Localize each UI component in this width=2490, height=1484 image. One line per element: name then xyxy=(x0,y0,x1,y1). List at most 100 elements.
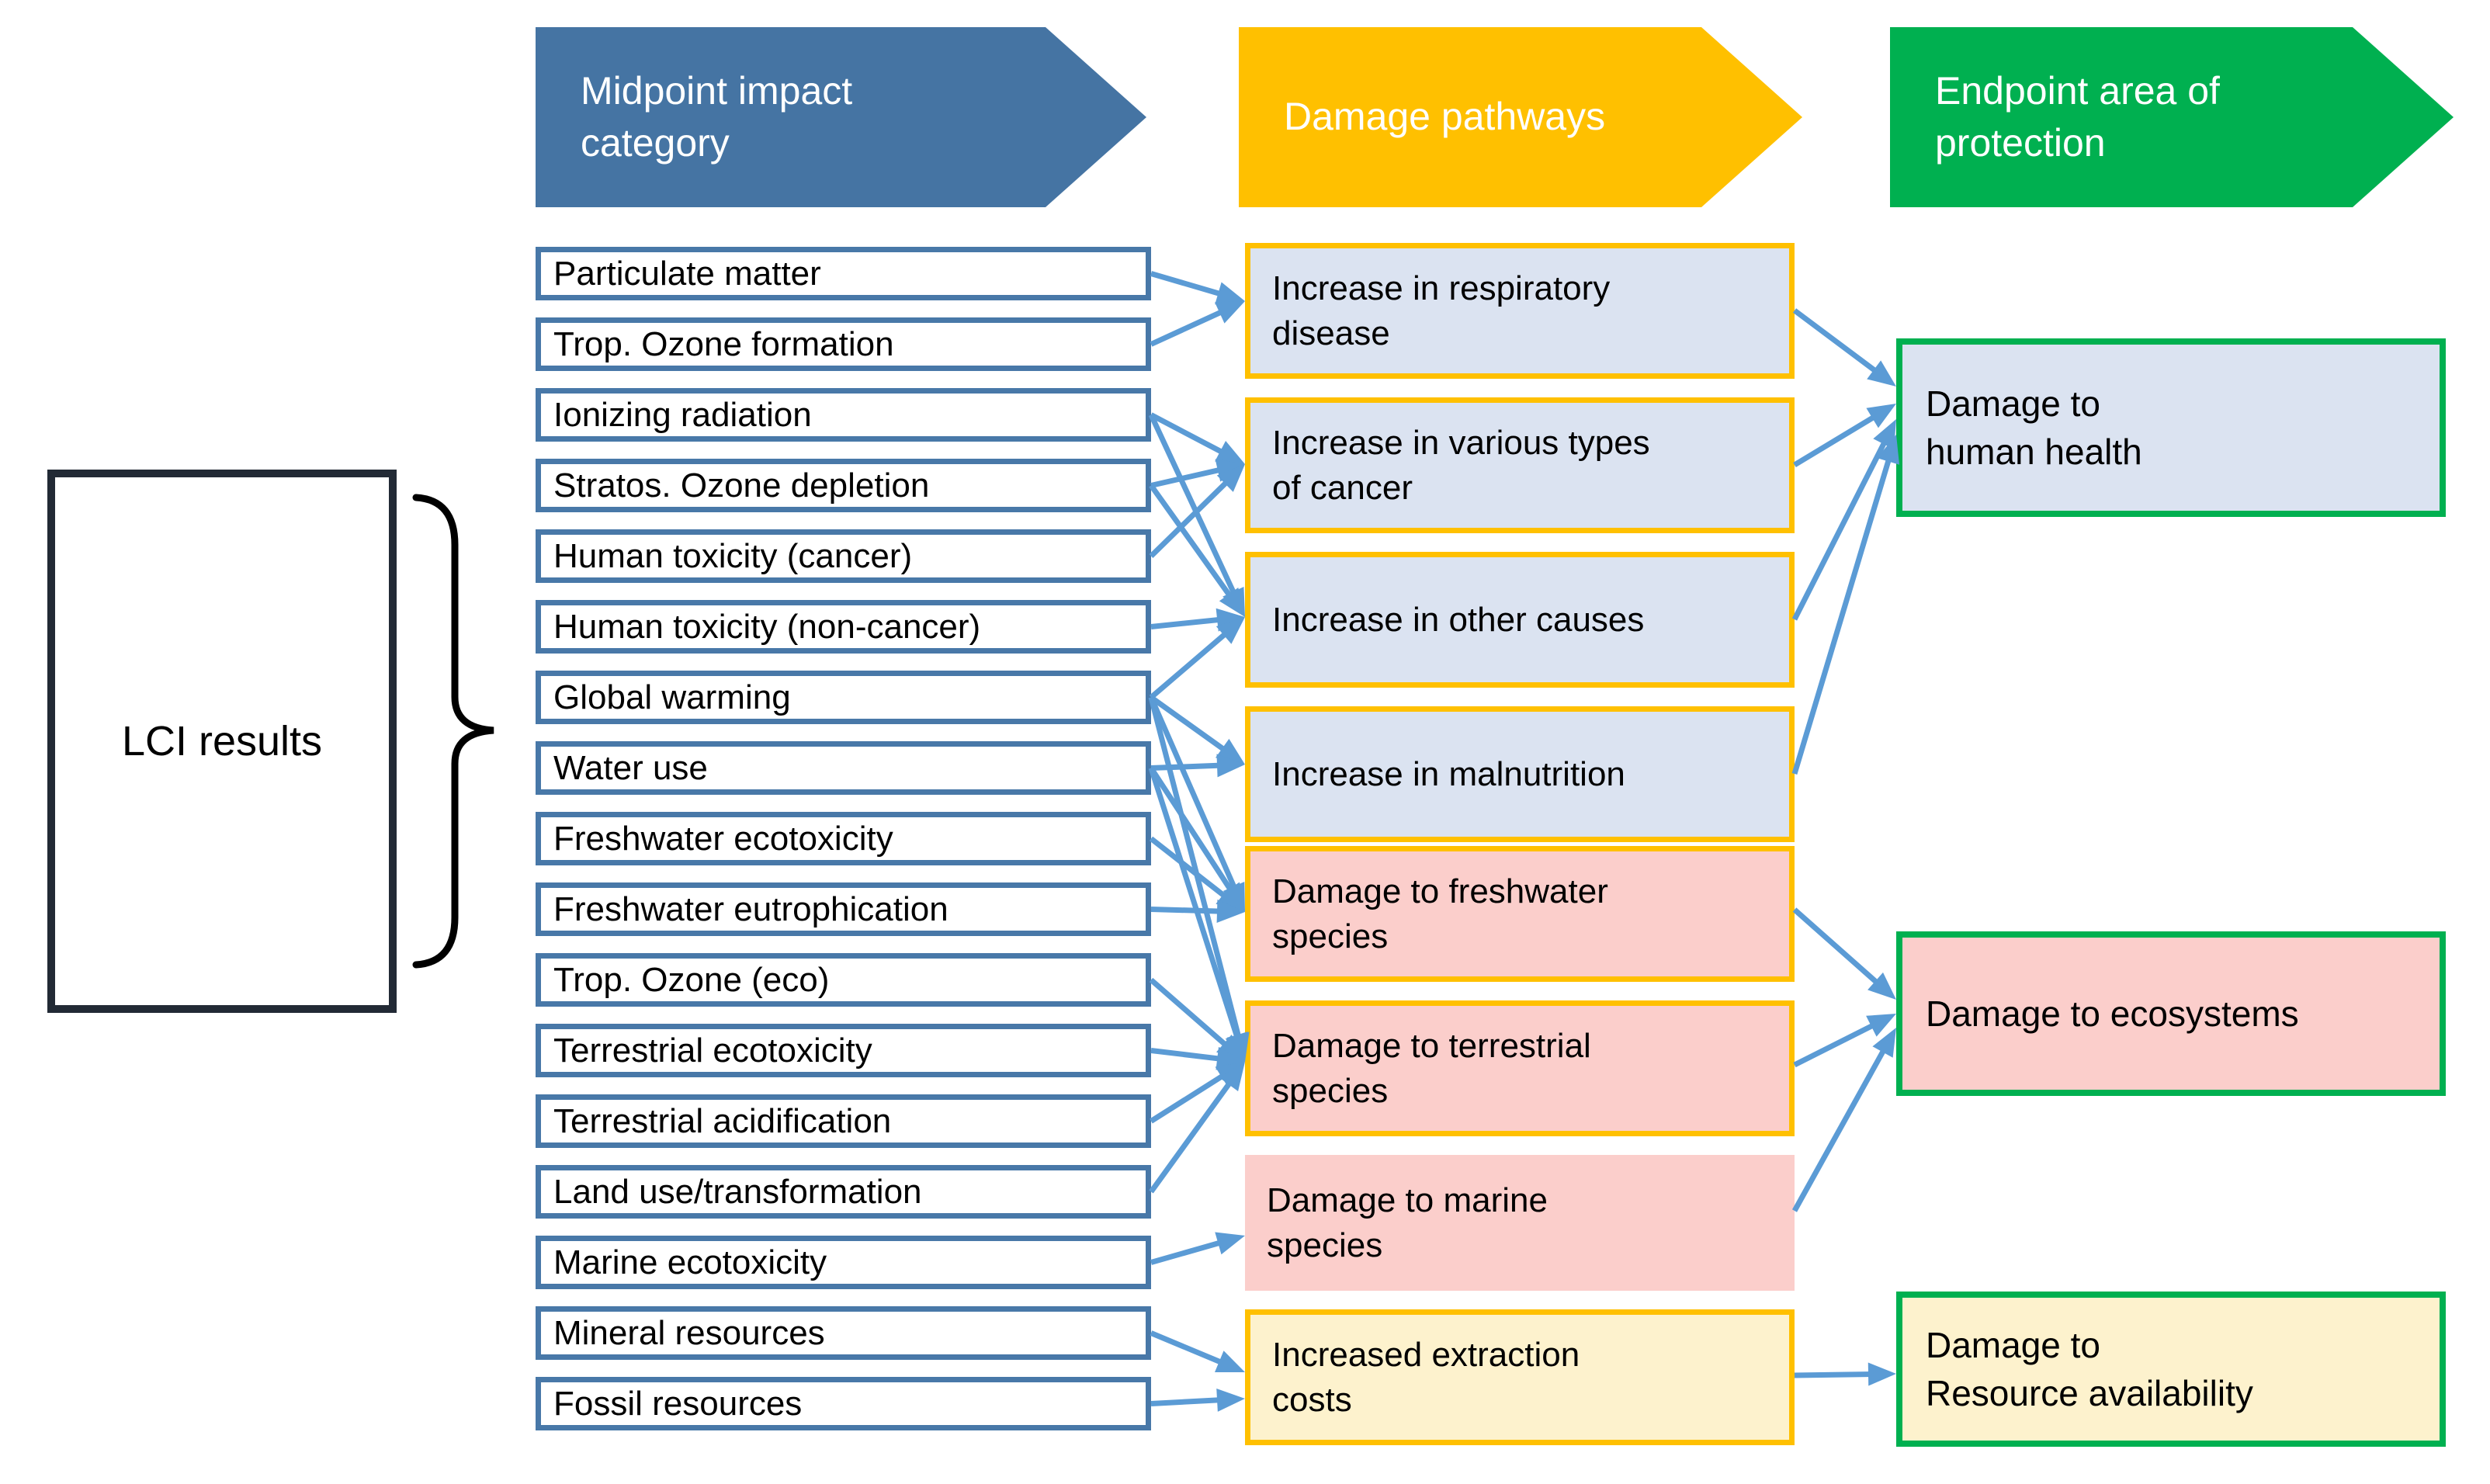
midpoint-box: Trop. Ozone (eco) xyxy=(536,953,1151,1007)
connector-line xyxy=(1150,1048,1224,1063)
arrowhead-icon xyxy=(1219,1062,1245,1091)
arrowhead-icon xyxy=(1216,1046,1245,1070)
midpoint-label: Fossil resources xyxy=(553,1384,803,1423)
midpoint-header-arrow: Midpoint impact category xyxy=(536,27,1146,207)
pathway-box-marine: Damage to marine species xyxy=(1245,1155,1795,1291)
pathway-box-cancer: Increase in various types of cancer xyxy=(1245,397,1795,533)
arrowhead-icon xyxy=(1867,360,1896,387)
connector-line xyxy=(1150,616,1224,629)
arrowhead-icon xyxy=(1216,899,1245,923)
midpoint-label: Ionizing radiation xyxy=(553,395,812,434)
pathway-label: Damage to freshwater species xyxy=(1272,872,1608,955)
arrowhead-icon xyxy=(1215,301,1245,324)
midpoint-label: Mineral resources xyxy=(553,1313,825,1352)
connector-line xyxy=(1794,1371,1875,1378)
connector-line xyxy=(1791,454,1893,775)
midpoint-label: Particulate matter xyxy=(553,254,821,293)
midpoint-label: Stratos. Ozone depletion xyxy=(553,466,930,504)
arrowhead-icon xyxy=(1216,617,1245,644)
pathway-label: Increase in malnutrition xyxy=(1272,754,1625,793)
arrowhead-icon xyxy=(1866,404,1896,428)
midpoint-label: Terrestrial acidification xyxy=(553,1101,892,1140)
arrowhead-icon xyxy=(1222,587,1245,617)
damage-pathways-header-arrow: Damage pathways xyxy=(1239,27,1802,207)
endpoint-box-ecosystems: Damage to ecosystems xyxy=(1896,931,2446,1096)
midpoint-box: Human toxicity (cancer) xyxy=(536,529,1151,583)
connector-line xyxy=(1150,762,1224,771)
arrowhead-icon xyxy=(1215,1062,1245,1087)
midpoint-box: Particulate matter xyxy=(536,247,1151,300)
connector-line xyxy=(1149,629,1230,700)
arrowhead-icon xyxy=(1868,1362,1896,1386)
midpoint-label: Freshwater eutrophication xyxy=(553,889,948,928)
arrowhead-icon xyxy=(1216,886,1245,912)
endpoint-label: Damage to ecosystems xyxy=(1926,993,2299,1034)
endpoint-header-label: Endpoint area of protection xyxy=(1935,68,2220,165)
midpoint-label: Trop. Ozone (eco) xyxy=(553,960,830,999)
connector-line xyxy=(1150,1330,1226,1367)
arrowhead-icon xyxy=(1215,459,1245,482)
arrowhead-icon xyxy=(1222,882,1245,912)
connector-line xyxy=(1148,414,1239,599)
connector-line xyxy=(1148,696,1243,1042)
midpoint-box: Trop. Ozone formation xyxy=(536,317,1151,371)
arrowhead-icon xyxy=(1868,972,1896,1000)
pathway-label: Increase in other causes xyxy=(1272,600,1645,639)
endpoint-box-human_health: Damage to human health xyxy=(1896,338,2446,517)
arrowhead-icon xyxy=(1873,419,1896,449)
endpoint-label: Damage to Resource availability xyxy=(1926,1324,2253,1413)
arrowhead-icon xyxy=(1219,882,1245,912)
connector-line xyxy=(1150,1397,1224,1406)
connector-line xyxy=(1149,766,1236,896)
midpoint-label: Freshwater ecotoxicity xyxy=(553,819,893,858)
connector-line xyxy=(1793,412,1879,467)
midpoint-box: Terrestrial acidification xyxy=(536,1094,1151,1148)
midpoint-label: Terrestrial ecotoxicity xyxy=(553,1031,872,1070)
pathway-box-extraction: Increased extraction costs xyxy=(1245,1309,1795,1445)
pathway-label: Damage to marine species xyxy=(1267,1181,1548,1264)
midpoint-box: Mineral resources xyxy=(536,1306,1151,1360)
connector-line xyxy=(1148,767,1241,1042)
midpoint-box: Marine ecotoxicity xyxy=(536,1236,1151,1289)
damage-pathways-header-label: Damage pathways xyxy=(1284,95,1606,139)
arrowhead-icon xyxy=(1216,464,1245,492)
midpoint-box: Land use/transformation xyxy=(536,1165,1151,1219)
connector-line xyxy=(1149,977,1231,1050)
lci-results-label: LCI results xyxy=(121,718,323,765)
midpoint-box: Global warming xyxy=(536,671,1151,724)
pathway-label: Increase in various types of cancer xyxy=(1272,424,1650,507)
midpoint-label: Trop. Ozone formation xyxy=(553,324,894,363)
arrowhead-icon xyxy=(1219,587,1245,617)
connector-line xyxy=(1150,1071,1229,1124)
lci-brace xyxy=(412,494,494,969)
midpoint-label: Land use/transformation xyxy=(553,1172,922,1211)
midpoint-label: Human toxicity (cancer) xyxy=(553,536,913,575)
pathway-label: Increase in respiratory disease xyxy=(1272,269,1611,352)
arrowhead-icon xyxy=(1215,440,1245,464)
midpoint-label: Marine ecotoxicity xyxy=(553,1243,827,1281)
connector-line xyxy=(1148,696,1239,893)
endpoint-label: Damage to human health xyxy=(1926,383,2142,472)
lci-results-box: LCI results xyxy=(47,470,397,1013)
midpoint-header-label: Midpoint impact category xyxy=(581,68,853,165)
connector-line xyxy=(1149,477,1232,559)
connector-line xyxy=(1149,1077,1235,1194)
endpoint-header-arrow: Endpoint area of protection xyxy=(1890,27,2454,207)
arrowhead-icon xyxy=(1216,754,1245,778)
connector-line xyxy=(1791,1045,1888,1212)
connector-line xyxy=(1150,907,1224,914)
connector-line xyxy=(1149,836,1230,901)
connector-line xyxy=(1791,437,1889,621)
pathway-box-freshwater: Damage to freshwater species xyxy=(1245,846,1795,982)
midpoint-label: Water use xyxy=(553,748,708,787)
endpoint-box-resources: Damage to Resource availability xyxy=(1896,1292,2446,1447)
midpoint-label: Human toxicity (non-cancer) xyxy=(553,607,981,646)
pathway-label: Increased extraction costs xyxy=(1272,1336,1580,1419)
arrowhead-icon xyxy=(1215,738,1245,765)
midpoint-box: Freshwater ecotoxicity xyxy=(536,812,1151,865)
arrowhead-icon xyxy=(1872,1028,1896,1058)
arrowhead-icon xyxy=(1216,1388,1245,1412)
arrowhead-icon xyxy=(1215,1232,1245,1255)
connector-line xyxy=(1792,308,1881,376)
